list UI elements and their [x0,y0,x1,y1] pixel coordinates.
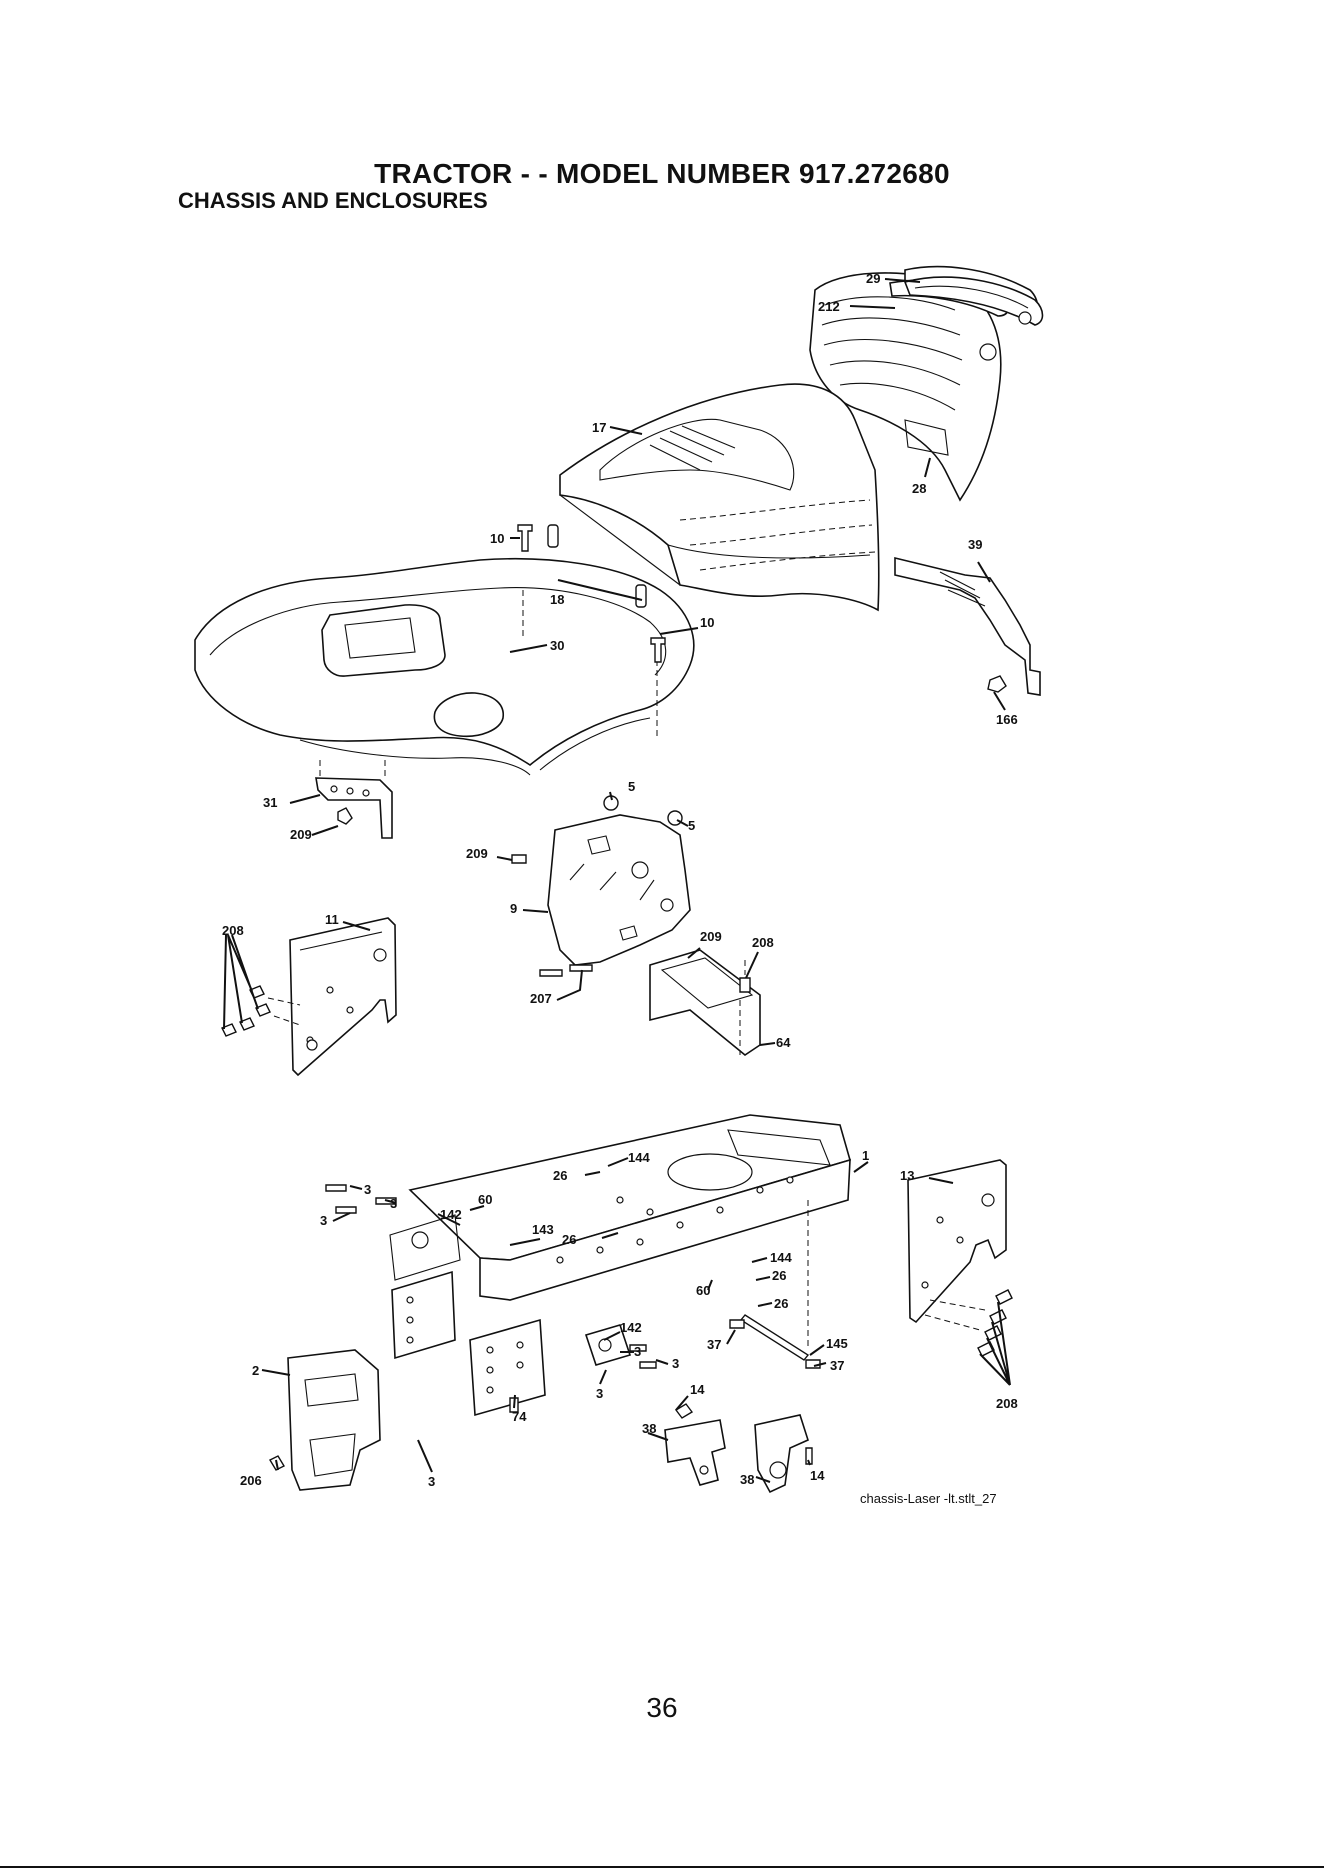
side-panel-left-part [222,918,396,1075]
callout-26: 26 [772,1268,786,1283]
callout-3: 3 [390,1196,397,1211]
callout-1: 1 [862,1148,869,1163]
dash-bracket-part [895,558,1040,695]
callout-74: 74 [512,1409,527,1424]
callout-207: 207 [530,991,552,1006]
callout-209: 209 [466,846,488,861]
callout-142: 142 [440,1207,462,1222]
callout-166: 166 [996,712,1018,727]
callout-29: 29 [866,271,880,286]
callout-60: 60 [478,1192,492,1207]
callout-5: 5 [688,818,695,833]
callout-212: 212 [818,299,840,314]
callout-10: 10 [490,531,504,546]
callout-3: 3 [364,1182,371,1197]
fender-bracket-part [316,760,392,838]
callout-206: 206 [240,1473,262,1488]
side-panel-right-part [908,1160,1012,1356]
callout-37: 37 [830,1358,844,1373]
front-bumper-part [270,1350,380,1490]
callout-144: 144 [770,1250,792,1265]
battery-panel-part [650,950,760,1055]
callout-208: 208 [996,1396,1018,1411]
fender-part [195,559,694,775]
front-plate-right-part [470,1320,545,1415]
callout-38: 38 [642,1421,656,1436]
callout-3: 3 [320,1213,327,1228]
callout-10: 10 [700,615,714,630]
callout-31: 31 [263,795,277,810]
callout-2: 2 [252,1363,259,1378]
callout-14: 14 [690,1382,705,1397]
callout-28: 28 [912,481,926,496]
diagram-caption: chassis-Laser -lt.stlt_27 [860,1491,997,1506]
callout-9: 9 [510,901,517,916]
callout-11: 11 [325,912,339,927]
callout-37: 37 [707,1337,721,1352]
callout-142: 142 [620,1320,642,1335]
callout-208: 208 [752,935,774,950]
callout-18: 18 [550,592,564,607]
callout-64: 64 [776,1035,791,1050]
callout-38: 38 [740,1472,754,1487]
callout-14: 14 [810,1468,825,1483]
callout-209: 209 [700,929,722,944]
callout-17: 17 [592,420,606,435]
callout-3: 3 [428,1474,435,1489]
callout-144: 144 [628,1150,650,1165]
callout-209: 209 [290,827,312,842]
callout-145: 145 [826,1336,848,1351]
callout-13: 13 [900,1168,914,1183]
callout-26: 26 [553,1168,567,1183]
callout-39: 39 [968,537,982,552]
drawbar-part [730,1315,820,1368]
callout-26: 26 [774,1296,788,1311]
callout-60: 60 [696,1283,710,1298]
callout-3: 3 [672,1356,679,1371]
callout-3: 3 [596,1386,603,1401]
callout-143: 143 [532,1222,554,1237]
callout-26: 26 [562,1232,576,1247]
bottom-rule [0,1866,1324,1868]
page-number: 36 [0,1692,1324,1724]
hitch-bracket-left-part [665,1404,725,1485]
callout-208: 208 [222,923,244,938]
dash-panel-part [512,796,690,976]
callout-30: 30 [550,638,564,653]
callout-3: 3 [634,1344,641,1359]
callout-5: 5 [628,779,635,794]
